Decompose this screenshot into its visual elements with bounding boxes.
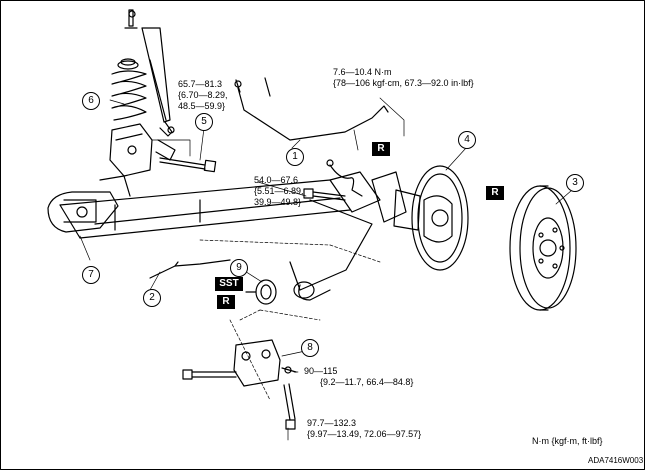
torque-line: 48.5—59.9} [178, 101, 226, 111]
torque-line: {6.70—8.29, [178, 90, 228, 100]
torque-line: {78—106 kgf·cm, 67.3—92.0 in·lbf} [333, 78, 474, 88]
torque-line: {5.51—6.89, [254, 186, 304, 196]
rear-axle-beam [59, 171, 381, 301]
backing-plate [371, 165, 469, 271]
torque-spec-brake-pipe: 7.6—10.4 N·m {78—106 kgf·cm, 67.3—92.0 i… [333, 67, 474, 89]
torque-line: 97.7—132.3 [307, 418, 357, 428]
replace-tag: R [372, 142, 390, 156]
callout-1: 1 [286, 148, 304, 166]
torque-line: 90—115 [304, 366, 338, 376]
callout-7: 7 [82, 266, 100, 284]
coil-spring [111, 58, 147, 121]
torque-line: 54.0—67.6 [254, 175, 299, 185]
brake-drum [509, 185, 577, 311]
bolt-5 [159, 157, 217, 173]
torque-spec-backing-plate: 54.0—67.6 {5.51—6.89, 39.9—49.8} [254, 175, 304, 208]
abs-sensor-wire [326, 159, 363, 197]
parking-brake-cable [149, 259, 231, 279]
bracket-8 [233, 339, 297, 387]
left-trailing-arm [47, 175, 131, 233]
torque-spec-bracket-bolt: 97.7—132.3 {9.97—13.49, 72.06—97.57} [307, 418, 421, 440]
figure-code: ADA7416W003 [588, 456, 644, 465]
units-legend: N·m {kgf·m, ft·lbf} [532, 436, 603, 446]
torque-line: 39.9—49.8} [254, 197, 302, 207]
vertical-bolt [283, 383, 296, 430]
callout-3: 3 [566, 174, 584, 192]
shock-absorber [124, 9, 175, 137]
bushing-9 [245, 279, 277, 305]
spring-seat-bracket [109, 123, 176, 177]
torque-spec-bracket-nut: 90—115 {9.2—11.7, 66.4—84.8} [304, 366, 413, 388]
brake-pipe [234, 77, 389, 141]
torque-line: {9.97—13.49, 72.06—97.57} [307, 429, 422, 439]
replace-tag: R [217, 295, 235, 309]
axle-bolt [303, 188, 346, 201]
torque-line: {9.2—11.7, 66.4—84.8} [320, 377, 414, 387]
torque-spec-shock-lower: 65.7—81.3 {6.70—8.29, 48.5—59.9} [178, 79, 228, 112]
callout-6: 6 [82, 92, 100, 110]
callout-2: 2 [143, 289, 161, 307]
callout-4: 4 [458, 131, 476, 149]
torque-line: 7.6—10.4 N·m [333, 67, 392, 77]
sst-tag: SST [215, 277, 243, 291]
callout-5: 5 [195, 113, 213, 131]
callout-8: 8 [301, 339, 319, 357]
horizontal-bolt [182, 369, 237, 380]
replace-tag: R [486, 186, 504, 200]
torque-line: 65.7—81.3 [178, 79, 223, 89]
callout-9: 9 [230, 259, 248, 277]
